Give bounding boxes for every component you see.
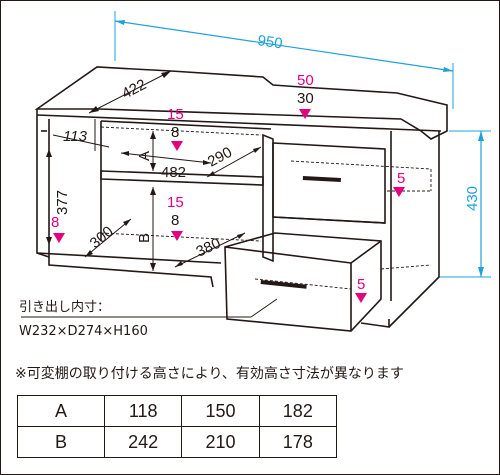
- a-dimension: [150, 131, 156, 171]
- tv-stand-diagram: 950 430: [19, 11, 491, 339]
- height-label: 430: [464, 186, 481, 211]
- width-label: 950: [256, 32, 283, 52]
- inner-guides: [100, 126, 432, 290]
- drawer-right-top-pink-label: 5: [397, 170, 405, 187]
- row-label-a: A: [17, 395, 105, 427]
- mid-b-label: 8: [171, 212, 179, 229]
- left-marker-icon: [53, 233, 65, 243]
- shelf-height-top-label: 113: [63, 128, 88, 145]
- depth-label: 422: [119, 76, 149, 103]
- top-right-b-label: 30: [297, 90, 314, 107]
- top-right-a-pink-label: 50: [297, 72, 314, 89]
- top-b-label: 8: [171, 124, 179, 141]
- height-dimension: [439, 130, 491, 278]
- depth-dimension: [88, 70, 172, 114]
- table-cell: 182: [258, 395, 338, 427]
- shelf-height-top-dimension: [52, 119, 110, 151]
- left-height-label: 377: [54, 190, 71, 215]
- mid-marker-icon: [171, 231, 183, 241]
- table-cell: 178: [258, 426, 338, 458]
- table-row: B 242 210 178: [17, 426, 338, 458]
- drawer-right-bottom-marker-icon: [355, 293, 367, 303]
- upper-drawer-handle-icon: [302, 176, 341, 182]
- b-label: B: [136, 233, 153, 243]
- inner-depth-top-label: 482: [161, 164, 186, 181]
- table-cell: 150: [181, 395, 260, 427]
- inner-depth-bottom-dimension: [84, 218, 132, 258]
- table-cell: 210: [181, 426, 260, 458]
- inner-width-bottom-label: 380: [194, 235, 224, 261]
- drawer-right-top-marker-icon: [393, 187, 405, 197]
- drawer-inner-caption: 引き出し内寸：: [19, 299, 110, 315]
- top-marker-icon: [171, 141, 183, 151]
- inner-depth-top-dimension: [120, 151, 212, 165]
- drawer-inner-size: W232×D274×H160: [19, 324, 148, 339]
- left-height-dimension: [46, 149, 52, 245]
- table-row: A 118 150 182: [17, 395, 338, 427]
- inner-width-top-label: 290: [205, 144, 235, 171]
- drawer-right-bottom-pink-label: 5: [357, 276, 365, 293]
- width-dimension: [114, 11, 454, 109]
- spec-table: A 118 150 182 B 242 210 178: [17, 395, 338, 458]
- inner-width-bottom-dimension: [174, 232, 246, 268]
- mid-a-pink-label: 15: [167, 194, 184, 211]
- lower-drawer-handle-icon: [260, 280, 307, 289]
- inner-width-top-dimension: [206, 146, 262, 178]
- stand-outline: [34, 66, 448, 332]
- inner-depth-bottom-label: 300: [87, 223, 117, 252]
- top-a-pink-label: 15: [167, 106, 184, 123]
- top-right-marker-icon: [299, 109, 311, 119]
- b-dimension: [150, 187, 156, 271]
- table-cell: 242: [103, 426, 183, 458]
- adjustable-shelf-note: ※可変棚の取り付ける高さにより、有効高さ寸法が異なります: [15, 366, 404, 382]
- table-cell: 118: [103, 395, 183, 427]
- left-pink-label: 8: [51, 214, 59, 231]
- row-label-b: B: [17, 426, 105, 458]
